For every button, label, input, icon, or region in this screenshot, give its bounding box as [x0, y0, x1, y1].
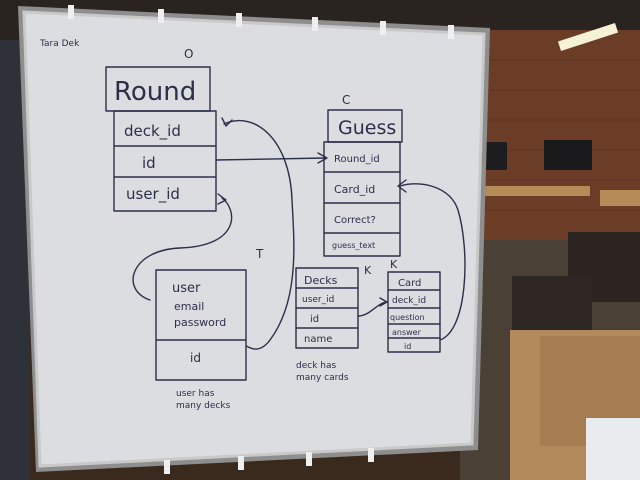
monitor	[483, 142, 507, 170]
round-field-1: id	[142, 154, 156, 172]
card-field-3: id	[404, 342, 411, 351]
card-field-1: question	[390, 313, 425, 322]
arrow-user-to-round	[132, 197, 233, 301]
arrow-decks-to-round	[223, 119, 295, 350]
decks-field-0: user_id	[302, 295, 334, 305]
card-marker: K	[390, 258, 398, 271]
user-marker: T	[255, 247, 264, 261]
guess-title: Guess	[338, 117, 396, 139]
round-title: Round	[114, 77, 196, 107]
round-field-0: deck_id	[124, 122, 181, 141]
guess-field-1: Card_id	[334, 183, 375, 196]
user-title: user	[172, 281, 201, 296]
author-note: Tara Dek	[39, 39, 80, 49]
decks-title: Decks	[304, 274, 338, 287]
paper	[586, 418, 640, 480]
guess-marker: C	[342, 93, 350, 107]
round-table-body	[113, 110, 217, 212]
user-field-0: email	[174, 300, 204, 313]
desk	[600, 190, 640, 206]
card-field-0: deck_id	[392, 296, 426, 306]
bench	[512, 276, 592, 332]
decks-marker: K	[364, 264, 372, 277]
guess-field-3: guess_text	[332, 241, 375, 250]
card-title: Card	[398, 278, 421, 289]
round-marker: O	[184, 47, 193, 61]
user-table	[155, 269, 247, 381]
arrow-round-id-to-guess	[215, 157, 327, 161]
ceiling-light	[557, 22, 619, 52]
user-field-2: id	[190, 351, 201, 365]
desk	[480, 186, 590, 196]
user-field-1: password	[174, 316, 226, 329]
arrow-card-to-guess	[399, 183, 466, 341]
round-field-2: user_id	[126, 185, 180, 204]
arrow-deck-to-card	[357, 301, 387, 317]
guess-field-0: Round_id	[334, 154, 380, 165]
decks-field-1: id	[310, 314, 319, 325]
decks-field-2: name	[304, 334, 332, 345]
monitor	[544, 140, 592, 170]
card-table	[387, 271, 441, 353]
card-field-2: answer	[392, 328, 422, 337]
whiteboard	[24, 12, 484, 466]
guess-field-2: Correct?	[334, 215, 376, 226]
guess-table-body	[323, 141, 401, 257]
